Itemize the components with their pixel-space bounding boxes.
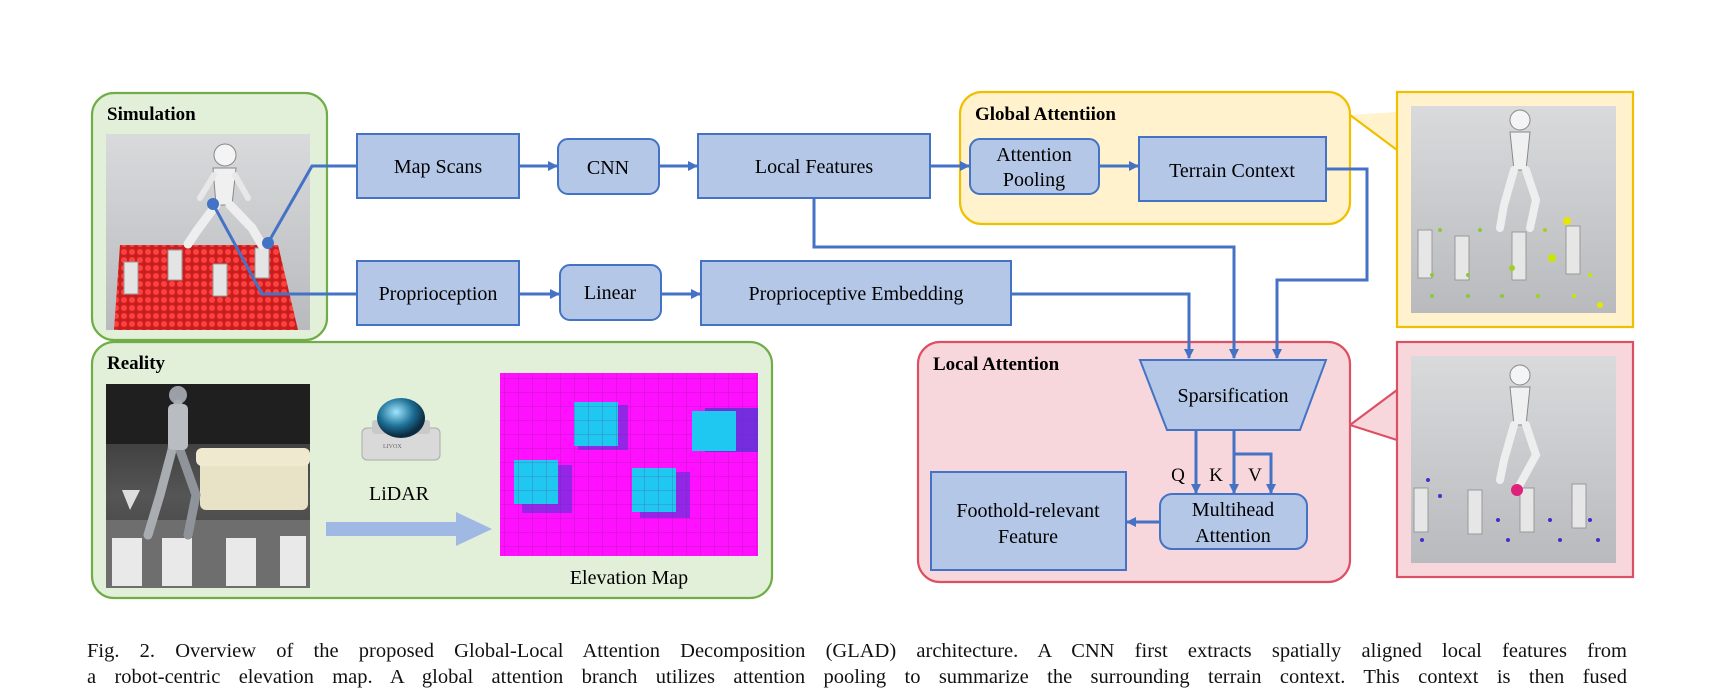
block-attention-pooling: Attention Pooling — [969, 138, 1100, 195]
local-attention-render-image — [1395, 340, 1635, 579]
v-label: V — [1248, 465, 1262, 486]
linear-label: Linear — [584, 282, 637, 304]
real-robot-photo — [106, 384, 310, 588]
local-features-label: Local Features — [755, 156, 873, 178]
simulation-title: Simulation — [107, 104, 196, 125]
cnn-label: CNN — [587, 157, 629, 179]
multihead-attention-line-2: Attention — [1195, 525, 1271, 547]
foothold-feature-line-1: Foothold-relevant — [956, 500, 1100, 522]
global-attention-group: Global Attentiion — [958, 90, 1635, 329]
figure-caption: Fig. 2. Overview of the proposed Global-… — [87, 638, 1627, 690]
q-label: Q — [1171, 465, 1185, 486]
block-terrain-context: Terrain Context — [1138, 136, 1327, 202]
k-label: K — [1209, 465, 1223, 486]
terrain-context-label: Terrain Context — [1169, 160, 1295, 182]
multihead-attention-line-1: Multihead — [1192, 499, 1274, 521]
block-local-features: Local Features — [697, 133, 931, 199]
lidar-label: LiDAR — [369, 483, 430, 505]
local-attention-title: Local Attention — [933, 354, 1060, 375]
reality-title: Reality — [107, 353, 166, 374]
caption-line-2: a robot-centric elevation map. A global … — [87, 666, 1627, 688]
lidar-sensor-image: LIVOX — [361, 398, 441, 461]
sparsification-label: Sparsification — [1177, 385, 1288, 407]
block-linear: Linear — [559, 264, 662, 321]
connector-arrows — [211, 161, 1369, 527]
global-attention-render-image — [1395, 90, 1635, 329]
block-sparsification: Sparsification — [1138, 359, 1328, 431]
foothold-feature-line-2: Feature — [998, 526, 1058, 548]
attention-pooling-line-1: Attention — [996, 144, 1072, 166]
block-foothold-feature: Foothold-relevant Feature — [930, 471, 1127, 571]
block-map-scans: Map Scans — [356, 133, 520, 199]
simulation-group: Simulation — [90, 91, 329, 342]
qkv-labels: Q K V — [1171, 465, 1262, 486]
reality-group: Reality LIVOX LiDAR — [90, 340, 774, 600]
reality-flow-arrow — [326, 512, 492, 546]
block-cnn: CNN — [557, 138, 660, 195]
block-multihead-attention: Multihead Attention — [1159, 493, 1308, 550]
simulation-render-image — [106, 134, 310, 330]
architecture-figure: Simulation Reality — [90, 90, 1635, 600]
proprioceptive-embedding-label: Proprioceptive Embedding — [749, 283, 964, 305]
proprioception-label: Proprioception — [379, 283, 498, 305]
elevation-map-label: Elevation Map — [570, 567, 688, 589]
elevation-map-image — [500, 373, 758, 556]
caption-line-1: Fig. 2. Overview of the proposed Global-… — [87, 640, 1627, 662]
block-proprioception: Proprioception — [356, 260, 520, 326]
attention-pooling-line-2: Pooling — [1003, 169, 1065, 191]
global-attention-title: Global Attentiion — [975, 104, 1116, 125]
block-proprioceptive-embedding: Proprioceptive Embedding — [700, 260, 1012, 326]
svg-text:LIVOX: LIVOX — [383, 444, 402, 450]
map-scans-label: Map Scans — [394, 156, 483, 178]
